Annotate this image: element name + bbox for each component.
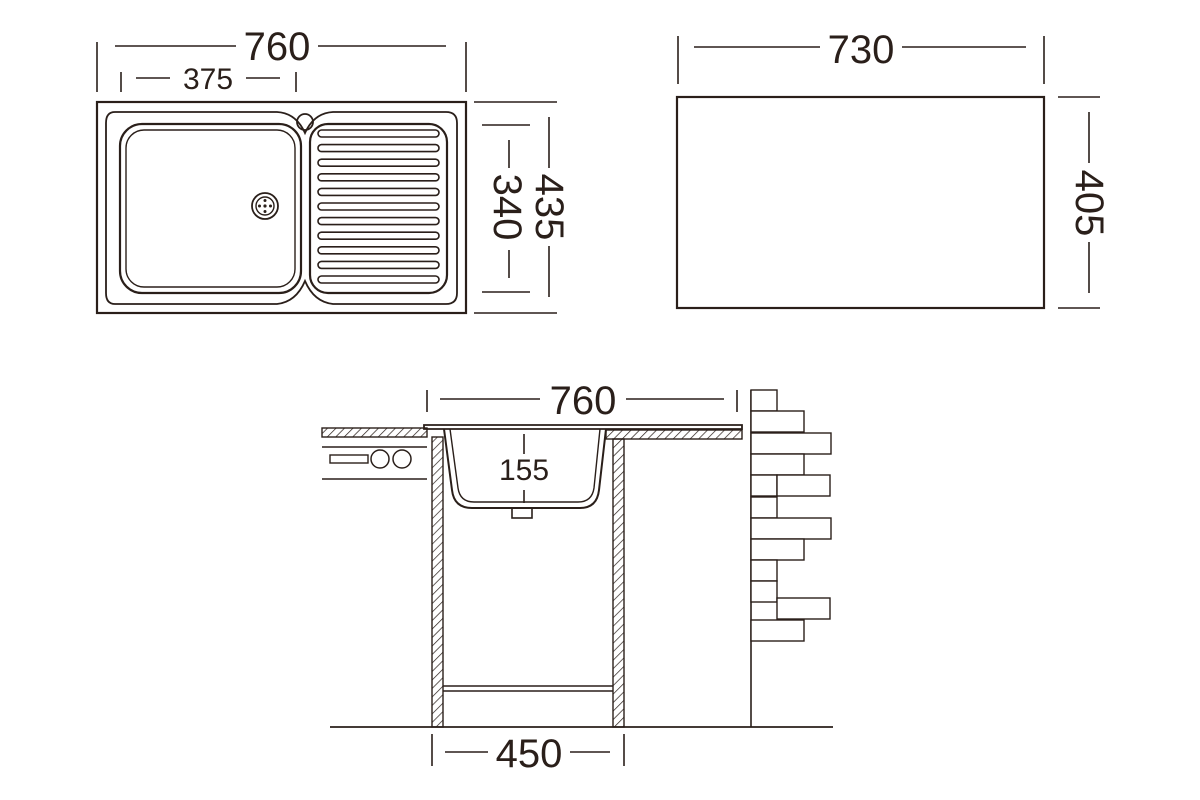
drainboard-rib: [317, 260, 440, 270]
install-side-view: 760 155: [321, 379, 833, 776]
brick: [750, 538, 805, 561]
drainboard-rib: [317, 202, 440, 211]
sink-outer-outline: [95, 100, 468, 315]
dim-cabinet-width: 450: [431, 732, 625, 776]
sink-flange: [423, 424, 743, 430]
drainboard: [308, 122, 449, 295]
drainboard-ribs: [317, 129, 440, 284]
overflow-hole-icon: [296, 113, 314, 131]
brick: [750, 580, 778, 603]
label-cutout-depth: 405: [1067, 170, 1111, 237]
drainboard-rib: [317, 216, 440, 226]
drainboard-rib: [317, 129, 440, 138]
brick-wall: [750, 389, 832, 727]
brick: [750, 389, 778, 412]
drainboard-rib: [317, 231, 440, 240]
cabinet-bottom: [443, 685, 613, 692]
dim-cutout-depth: 405: [1058, 96, 1111, 309]
dim-overall-width: 760: [96, 25, 467, 92]
drainboard-rib: [317, 143, 440, 153]
cutout-view: 730 405: [675, 28, 1111, 310]
brick: [776, 597, 831, 620]
brick: [750, 453, 805, 476]
knob-icon: [370, 449, 390, 469]
left-countertop: [321, 427, 428, 480]
label-side-overall-width: 760: [550, 379, 617, 423]
label-overall-depth: 435: [527, 174, 571, 241]
brick: [750, 517, 832, 540]
drainboard-rib: [317, 173, 440, 182]
cutout-rectangle: [675, 95, 1046, 310]
dim-side-overall-width: 760: [426, 379, 738, 423]
sink-rim: [105, 111, 458, 305]
knob-icon: [392, 449, 412, 469]
sink-bowl: [118, 122, 303, 295]
brick: [750, 432, 832, 455]
dim-bowl-depth: 155: [499, 434, 549, 503]
brick: [750, 559, 778, 582]
brick: [750, 496, 778, 519]
label-cabinet-width: 450: [496, 732, 563, 776]
stove-display: [329, 454, 369, 464]
cabinet-left-panel: [431, 436, 444, 728]
label-overall-width: 760: [244, 25, 311, 69]
drainboard-rib: [317, 187, 440, 197]
label-basin-width: 375: [183, 63, 233, 96]
drainboard-rib: [317, 158, 440, 167]
drain-outlet: [511, 507, 533, 519]
sink-top-view: 760 375: [95, 25, 571, 315]
dim-basin-depth: 340: [482, 124, 530, 293]
brick: [750, 474, 778, 497]
brick: [776, 474, 831, 497]
dim-basin-width: 375: [120, 63, 297, 96]
stove-controls: [329, 449, 412, 469]
dim-overall-depth: 435: [474, 101, 571, 314]
drain-icon: [251, 192, 279, 220]
brick: [750, 619, 805, 642]
right-countertop: [605, 429, 743, 440]
label-basin-depth: 340: [485, 174, 529, 241]
brick: [750, 410, 805, 433]
dim-cutout-width: 730: [677, 28, 1045, 84]
label-bowl-depth: 155: [499, 454, 549, 487]
label-cutout-width: 730: [828, 28, 895, 72]
drainboard-rib: [317, 275, 440, 284]
cabinet-right-panel: [612, 438, 625, 728]
drainboard-rib: [317, 246, 440, 255]
